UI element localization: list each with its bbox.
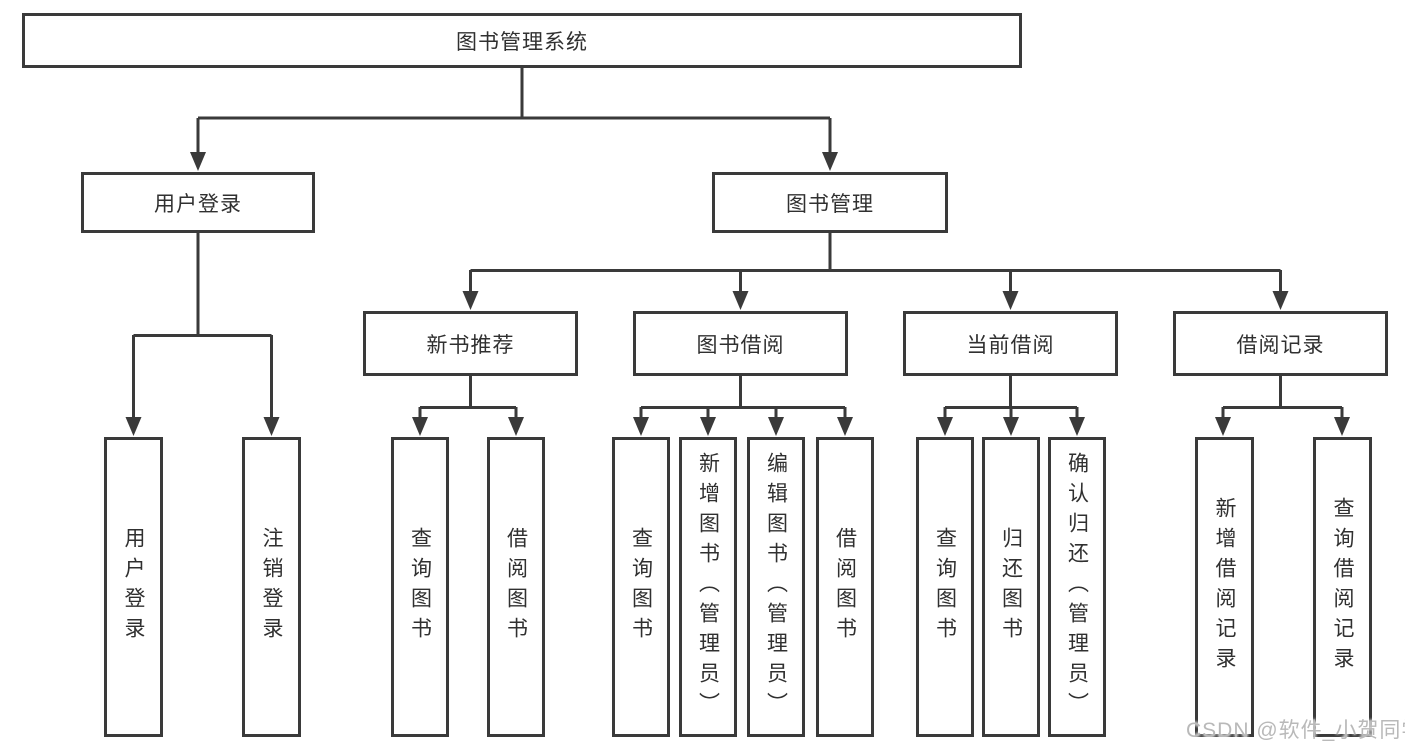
book-borrow-branch-arrowhead-icon (768, 417, 784, 436)
node-user-login: 用户登录 (81, 172, 315, 233)
node-label: 图书管理 (786, 192, 874, 216)
book-borrow-branch-arrowhead-icon (837, 417, 853, 436)
node-library-management-system: 图书管理系统 (22, 13, 1022, 68)
leaf-label: 查询图书 (933, 527, 957, 647)
node-borrow-records: 借阅记录 (1173, 311, 1388, 376)
node-new-book-recommend: 新书推荐 (363, 311, 578, 376)
book-borrow-branch-arrowhead-icon (700, 417, 716, 436)
leaf-label: 查询借阅记录 (1331, 497, 1354, 677)
book-mgmt-branch-arrowhead-icon (462, 291, 479, 310)
book-mgmt-branch-arrowhead-icon (1272, 291, 1289, 310)
leaf-bb-add-books: 新增图书（管理员） (679, 437, 737, 737)
borrow-record-branch-arrowhead-icon (1334, 417, 1350, 436)
leaf-label: 借阅图书 (504, 527, 528, 647)
book-mgmt-branch-arrowhead-icon (1002, 291, 1019, 310)
leaf-bb-query-books: 查询图书 (612, 437, 670, 737)
leaf-logout: 注销登录 (242, 437, 301, 737)
node-label: 当前借阅 (966, 333, 1055, 357)
leaf-nb-query-books: 查询图书 (391, 437, 449, 737)
node-label: 图书管理系统 (456, 30, 588, 54)
node-current-borrow: 当前借阅 (903, 311, 1118, 376)
leaf-cb-return-books: 归还图书 (982, 437, 1040, 737)
leaf-label: 确认归还（管理员） (1065, 452, 1089, 722)
leaf-label: 编辑图书（管理员） (764, 452, 788, 722)
new-book-branch-arrowhead-icon (508, 417, 524, 436)
root-branch-arrowhead-icon (190, 152, 206, 171)
borrow-record-branch-arrowhead-icon (1215, 417, 1231, 436)
node-label: 借阅记录 (1236, 333, 1325, 357)
leaf-label: 新增借阅记录 (1213, 497, 1236, 677)
leaf-label: 查询图书 (629, 527, 653, 647)
root-branch-arrowhead-icon (822, 152, 838, 171)
current-borrow-branch-arrowhead-icon (1003, 417, 1019, 436)
leaf-nb-borrow-books: 借阅图书 (487, 437, 545, 737)
current-borrow-branch-arrowhead-icon (1069, 417, 1085, 436)
leaf-label: 归还图书 (999, 527, 1023, 647)
leaf-bb-borrow-books: 借阅图书 (816, 437, 874, 737)
current-borrow-branch-arrowhead-icon (937, 417, 953, 436)
leaf-label: 新增图书（管理员） (696, 452, 720, 722)
node-label: 新书推荐 (426, 333, 515, 357)
leaf-br-add-record: 新增借阅记录 (1195, 437, 1254, 737)
node-book-management: 图书管理 (712, 172, 948, 233)
leaf-user-login: 用户登录 (104, 437, 163, 737)
leaf-label: 查询图书 (408, 527, 432, 647)
leaf-br-query-record: 查询借阅记录 (1313, 437, 1372, 737)
user-login-branch-arrowhead-icon (263, 417, 280, 436)
new-book-branch-arrowhead-icon (412, 417, 428, 436)
leaf-label: 用户登录 (122, 527, 145, 647)
csdn-watermark: CSDN @软件_小贺同学 (1186, 719, 1405, 742)
user-login-branch-arrowhead-icon (125, 417, 142, 436)
leaf-label: 借阅图书 (833, 527, 857, 647)
node-label: 图书借阅 (696, 333, 785, 357)
leaf-cb-query-books: 查询图书 (916, 437, 974, 737)
node-book-borrow: 图书借阅 (633, 311, 848, 376)
leaf-bb-edit-books: 编辑图书（管理员） (747, 437, 805, 737)
node-label: 用户登录 (154, 192, 242, 216)
leaf-label: 注销登录 (260, 527, 283, 647)
book-borrow-branch-arrowhead-icon (633, 417, 649, 436)
book-mgmt-branch-arrowhead-icon (732, 291, 749, 310)
leaf-cb-confirm-return: 确认归还（管理员） (1048, 437, 1106, 737)
